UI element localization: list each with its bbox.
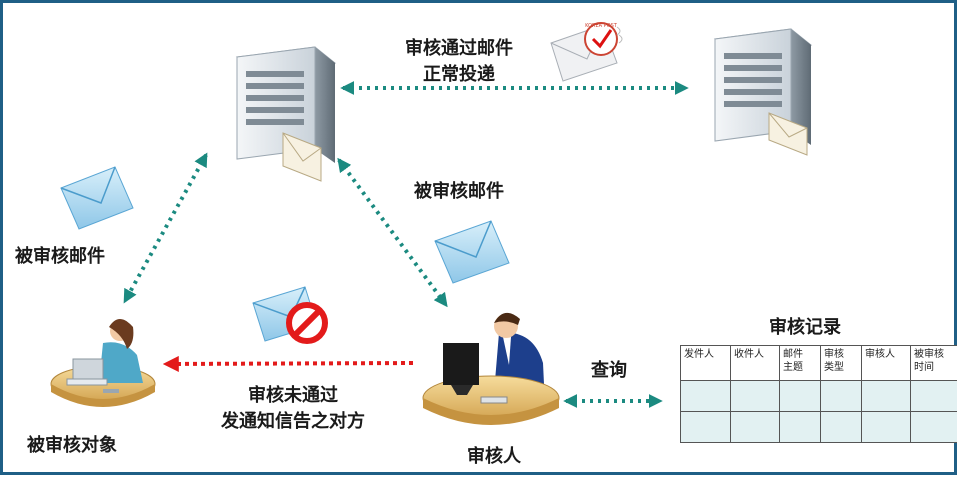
label-rejected-line2: 发通知信告之对方 — [198, 409, 388, 435]
table-header-cell: 收件人 — [731, 346, 780, 381]
table-row — [681, 412, 957, 443]
person-at-desk-icon — [423, 313, 559, 425]
prohibited-icon — [289, 305, 325, 341]
table-cell — [911, 412, 957, 443]
table-cell — [681, 381, 731, 412]
stamp-check-icon: KOREA POST — [551, 23, 622, 81]
envelope-icon — [61, 167, 133, 229]
table-header-text: 被审核 — [914, 348, 957, 361]
table-header-row: 发件人收件人邮件主题审核类型审核人被审核时间… — [681, 346, 957, 381]
server-icon — [715, 29, 811, 155]
audit-record-table: 发件人收件人邮件主题审核类型审核人被审核时间… — [680, 345, 957, 443]
record-table-title: 审核记录 — [769, 313, 841, 339]
table-cell — [821, 412, 862, 443]
table-cell — [780, 412, 821, 443]
table-cell — [681, 412, 731, 443]
table-header-cell: 审核人 — [862, 346, 911, 381]
table-header-cell: 被审核时间 — [911, 346, 957, 381]
table-body — [681, 381, 957, 443]
table-header-cell: 发件人 — [681, 346, 731, 381]
label-auditee: 被审核对象 — [27, 431, 117, 457]
arrow-server-to-auditee — [125, 155, 206, 301]
label-approved-line1: 审核通过邮件 — [379, 36, 539, 62]
table-cell — [862, 381, 911, 412]
table-cell — [862, 412, 911, 443]
envelope-icon — [435, 221, 509, 283]
table-header-text: 主题 — [783, 361, 817, 374]
server-icon — [237, 47, 335, 181]
label-rejected-notice: 审核未通过 发通知信告之对方 — [198, 383, 388, 435]
table-header-text: 审核 — [824, 348, 858, 361]
label-audited-mail-mid: 被审核邮件 — [414, 177, 504, 203]
table-header-cell: 审核类型 — [821, 346, 862, 381]
label-rejected-line1: 审核未通过 — [198, 383, 388, 409]
table-cell — [731, 381, 780, 412]
table-cell — [911, 381, 957, 412]
stamp-text: KOREA POST — [585, 23, 618, 29]
table-header-text: 邮件 — [783, 348, 817, 361]
label-query: 查询 — [591, 356, 627, 382]
table-row — [681, 381, 957, 412]
label-audited-mail-left: 被审核邮件 — [15, 242, 105, 268]
table-header-text: 发件人 — [684, 348, 727, 361]
table-cell — [731, 412, 780, 443]
person-at-desk-icon — [51, 319, 155, 407]
arrow-reject-notice — [166, 363, 413, 364]
table-header-text: 时间 — [914, 361, 957, 374]
table-header-text: 类型 — [824, 361, 858, 374]
label-approved-mail: 审核通过邮件 正常投递 — [379, 36, 539, 88]
table-header-text: 审核人 — [865, 348, 907, 361]
table-cell — [780, 381, 821, 412]
table-cell — [821, 381, 862, 412]
label-approved-line2: 正常投递 — [379, 62, 539, 88]
label-auditor: 审核人 — [467, 442, 521, 468]
table-header-text: 收件人 — [734, 348, 776, 361]
table-header-cell: 邮件主题 — [780, 346, 821, 381]
